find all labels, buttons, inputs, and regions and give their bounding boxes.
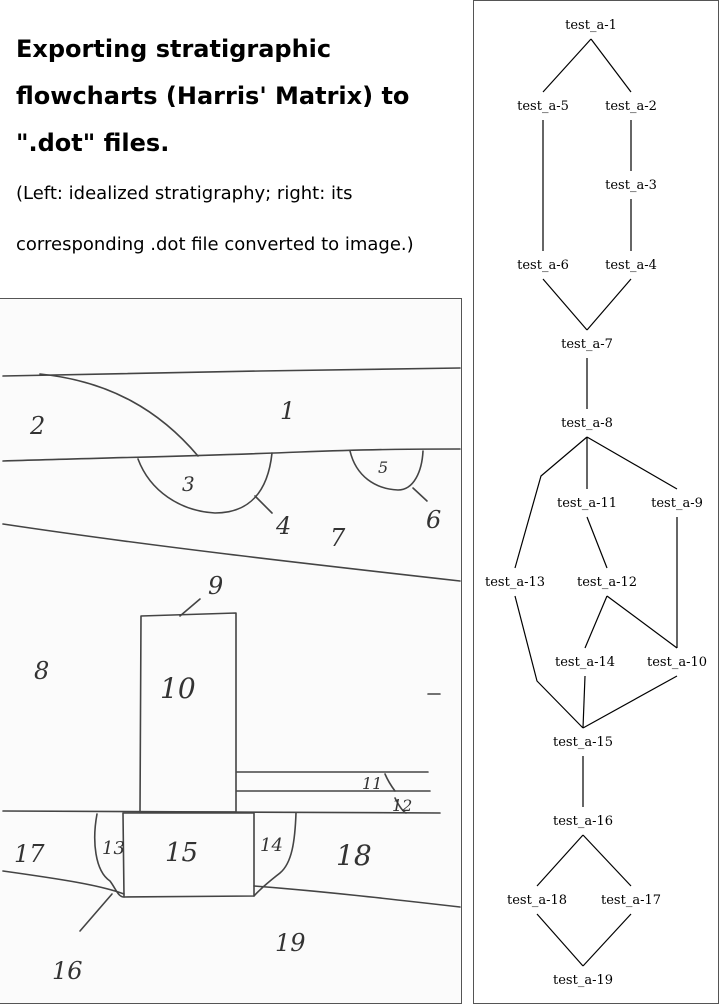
edge-n18-n19 [536, 913, 584, 967]
edge-n10-n15 [582, 675, 678, 729]
node-n15: test_a-15 [553, 735, 613, 750]
unit-label-4: 4 [275, 512, 291, 540]
edge-n13-n15 [514, 595, 584, 729]
edge-n12-n14 [584, 595, 608, 649]
unit-label-18: 18 [336, 839, 372, 872]
node-n16: test_a-16 [553, 814, 613, 829]
node-n13: test_a-13 [485, 575, 545, 590]
pit-6-leader [412, 487, 428, 502]
node-n7: test_a-7 [561, 337, 613, 352]
stratigraphy-sketch: 2 1 3 5 4 7 6 9 8 10 11 12 17 13 15 14 1… [2, 367, 461, 985]
edge-n1-n5 [542, 38, 592, 93]
edge-n8-n9 [586, 436, 678, 490]
unit-label-14: 14 [260, 835, 283, 856]
node-n8: test_a-8 [561, 416, 613, 431]
node-n10: test_a-10 [647, 655, 707, 670]
cut-13 [94, 813, 125, 898]
edge-n1-n2 [590, 38, 632, 93]
unit-label-16: 16 [52, 957, 83, 985]
edge-n16-n18 [536, 834, 584, 887]
harris-matrix-graph: test_a-1 test_a-5 test_a-2 test_a-3 test_a-6… [485, 18, 707, 988]
layer-12-marks [384, 773, 407, 814]
node-n2: test_a-2 [605, 99, 657, 114]
cut-14 [253, 812, 297, 897]
edge-n14-n15 [582, 675, 586, 729]
edge-n6-n7 [542, 278, 588, 331]
layer-boundary-unit-1-base [2, 448, 461, 462]
edge-n16-n17 [582, 834, 632, 887]
unit-label-5: 5 [378, 458, 388, 477]
stratigraphy-sketch-panel: 2 1 3 5 4 7 6 9 8 10 11 12 17 13 15 14 1… [0, 298, 462, 1004]
unit-label-11: 11 [362, 774, 382, 793]
harris-matrix-panel: test_a-1 test_a-5 test_a-2 test_a-3 test_a-6… [473, 0, 719, 1004]
pit-cut-6 [349, 450, 424, 491]
unit-label-1: 1 [280, 397, 295, 425]
edge-n11-n12 [586, 516, 608, 569]
unit-label-3: 3 [182, 472, 195, 496]
page-title: Exporting stratigraphic flowcharts (Harr… [16, 35, 410, 157]
edge-n8-n13 [514, 436, 588, 569]
unit-label-19: 19 [275, 929, 306, 957]
unit-label-9: 9 [208, 572, 223, 600]
unit-9-leader [179, 598, 201, 617]
edge-n17-n19 [582, 913, 632, 967]
unit-label-12: 12 [392, 796, 412, 815]
layer-boundary-unit-16 [2, 870, 125, 895]
node-n18: test_a-18 [507, 893, 567, 908]
pit-cut-4 [137, 452, 273, 514]
node-n5: test_a-5 [517, 99, 569, 114]
unit-label-2: 2 [29, 412, 45, 440]
unit-label-15: 15 [165, 838, 198, 868]
unit-label-8: 8 [34, 657, 49, 685]
wall-10 [139, 612, 237, 813]
unit-label-7: 7 [330, 524, 346, 552]
unit-label-17: 17 [14, 840, 45, 868]
edge-n4-n7 [586, 278, 632, 331]
node-n19: test_a-19 [553, 973, 613, 988]
layer-12-base [2, 810, 441, 814]
unit-label-6: 6 [426, 506, 441, 534]
node-n3: test_a-3 [605, 178, 657, 193]
unit-label-13: 13 [102, 838, 125, 859]
layer-boundary-unit-18-base [253, 885, 461, 908]
pit-4-leader [254, 495, 273, 514]
edge-n12-n10 [606, 595, 678, 649]
layer-boundary-unit-2 [39, 373, 199, 457]
node-n17: test_a-17 [601, 893, 661, 908]
node-n12: test_a-12 [577, 575, 637, 590]
layer-boundary-unit-7-base [2, 523, 461, 582]
node-n1: test_a-1 [565, 18, 617, 33]
page-subtitle: (Left: idealized stratigraphy; right: it… [16, 183, 414, 255]
unit-16-leader [79, 893, 113, 932]
node-n14: test_a-14 [555, 655, 615, 670]
layer-boundary-top [2, 367, 461, 377]
node-n4: test_a-4 [605, 258, 657, 273]
node-n9: test_a-9 [651, 496, 703, 511]
node-n6: test_a-6 [517, 258, 569, 273]
unit-label-10: 10 [160, 672, 196, 705]
node-n11: test_a-11 [557, 496, 617, 511]
